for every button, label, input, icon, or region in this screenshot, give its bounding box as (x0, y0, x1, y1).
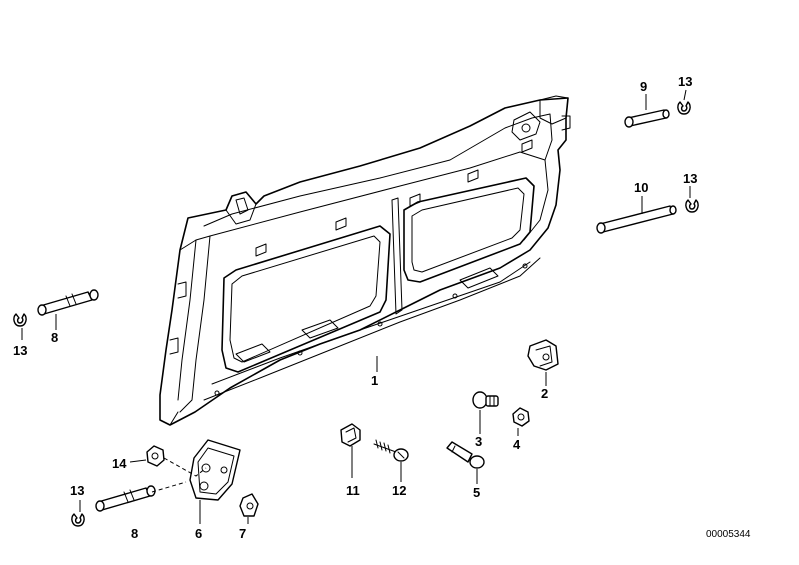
callout-4: 4 (513, 437, 521, 452)
nut-part-14[interactable] (146, 445, 165, 467)
callout-13-top-right: 13 (678, 74, 692, 89)
clip-nut-part-2[interactable] (527, 339, 559, 371)
clip-part-11[interactable] (340, 423, 361, 447)
callout-9: 9 (640, 79, 647, 94)
clip-part-13-left[interactable] (13, 313, 27, 327)
callout-13-left: 13 (13, 343, 27, 358)
callout-7: 7 (239, 526, 246, 541)
pin-part-8-lower[interactable] (95, 485, 156, 512)
leader-lines (21, 89, 691, 524)
panel-frame-part[interactable] (159, 95, 571, 426)
callout-8-upper: 8 (51, 330, 58, 345)
pin-part-5[interactable] (446, 441, 485, 469)
callout-2: 2 (541, 386, 548, 401)
clip-part-13-bottom-left[interactable] (71, 513, 85, 527)
callout-10: 10 (634, 180, 648, 195)
bolt-part-7[interactable] (239, 493, 259, 517)
callout-11: 11 (346, 483, 360, 498)
callout-3: 3 (475, 434, 482, 449)
callout-8-lower: 8 (131, 526, 138, 541)
clip-part-13-right[interactable] (685, 199, 699, 213)
bolt-part-3[interactable] (472, 391, 499, 409)
callout-14: 14 (112, 456, 127, 471)
screw-part-12[interactable] (373, 439, 409, 462)
clip-part-13-top-right[interactable] (677, 101, 691, 115)
nut-part-4[interactable] (512, 407, 530, 427)
pin-part-9[interactable] (624, 109, 670, 128)
callout-1: 1 (371, 373, 378, 388)
callout-13-right: 13 (683, 171, 697, 186)
pin-part-10[interactable] (596, 205, 677, 234)
callout-6: 6 (195, 526, 202, 541)
callout-13-bottom-left: 13 (70, 483, 84, 498)
diagram-code: 00005344 (706, 529, 751, 540)
pin-part-8-upper[interactable] (37, 289, 99, 316)
bracket-part-6[interactable] (189, 439, 241, 501)
callout-12: 12 (392, 483, 406, 498)
assembly-dashed-line-2 (151, 481, 187, 493)
callout-5: 5 (473, 485, 480, 500)
assembly-dashed-line (163, 457, 207, 477)
